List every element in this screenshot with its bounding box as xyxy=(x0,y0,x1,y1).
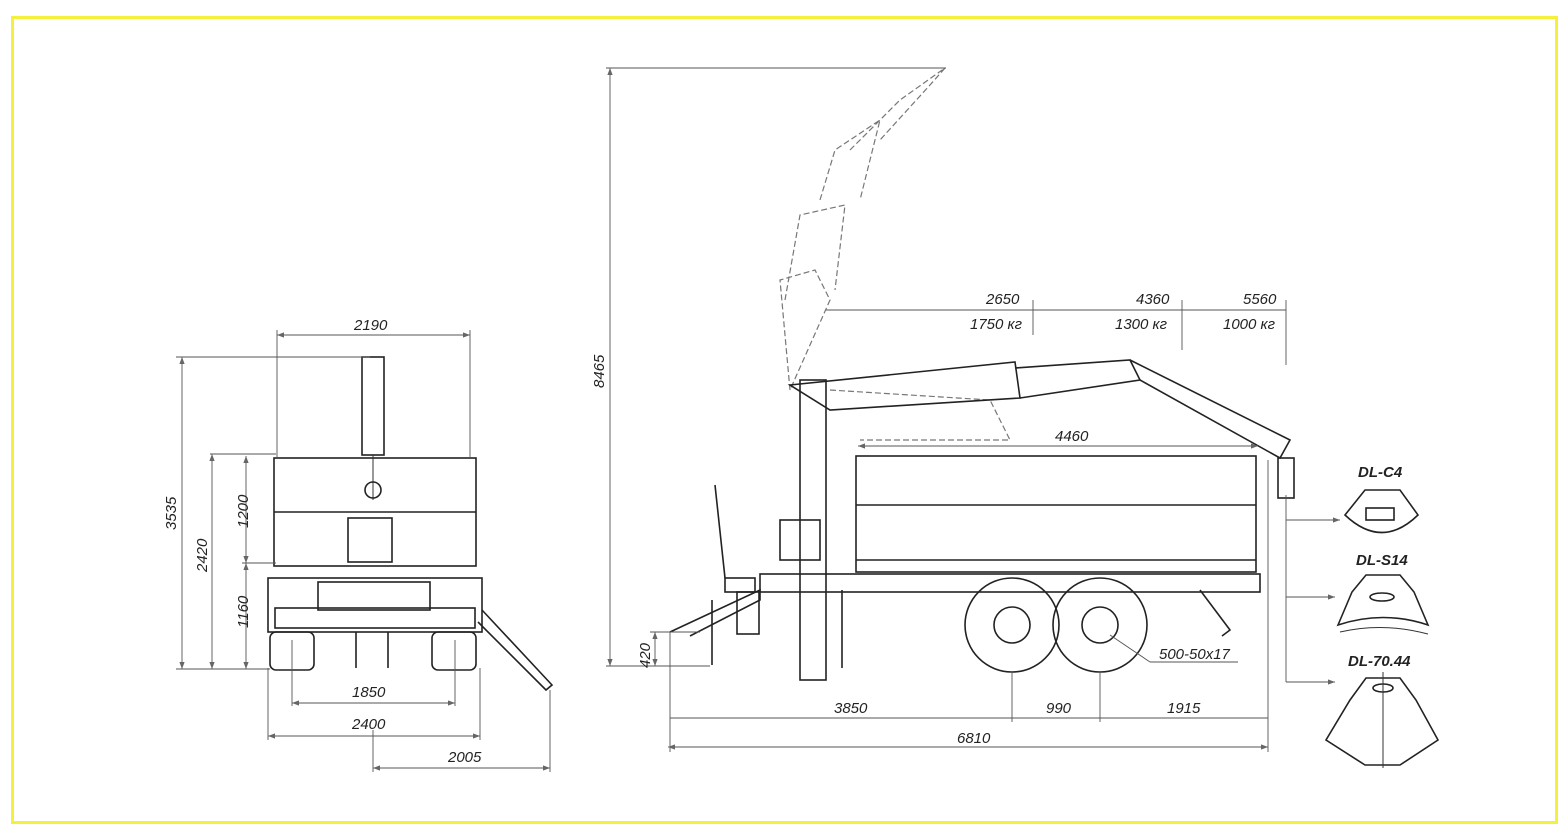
dim-1200: 1200 xyxy=(235,494,252,528)
dim-5560: 5560 xyxy=(1243,291,1277,308)
crane-raised-dashed xyxy=(779,67,1011,441)
drawing-frame xyxy=(11,16,1558,824)
dim-2420: 2420 xyxy=(194,538,211,573)
front-dimensions: 2190 3535 2420 1200 1160 1850 2400 2005 xyxy=(163,317,551,772)
dim-6810: 6810 xyxy=(957,730,991,747)
front-body xyxy=(267,356,554,692)
grapple-dl-s14 xyxy=(1336,574,1430,627)
load-1750: 1750 кг xyxy=(970,316,1023,333)
grapple-dl-c4 xyxy=(1343,489,1420,534)
grapple-dl-70-44 xyxy=(1324,677,1440,766)
dim-420: 420 xyxy=(637,642,654,668)
grapple-label-dl-c4: DL-C4 xyxy=(1358,464,1403,481)
dim-8465: 8465 xyxy=(591,354,608,388)
side-dimensions: 8465 2650 1750 кг 4360 1300 кг 5560 1000… xyxy=(591,67,1287,752)
side-view: 8465 2650 1750 кг 4360 1300 кг 5560 1000… xyxy=(591,67,1295,752)
grapple-label-dl-70-44: DL-70.44 xyxy=(1348,653,1411,670)
dim-2400: 2400 xyxy=(351,716,386,733)
trailer-side xyxy=(669,359,1295,681)
dim-3850: 3850 xyxy=(834,700,868,717)
load-1000: 1000 кг xyxy=(1223,316,1276,333)
dim-2650: 2650 xyxy=(985,291,1020,308)
dim-1915: 1915 xyxy=(1167,700,1201,717)
dim-2190: 2190 xyxy=(353,317,388,334)
dim-1850: 1850 xyxy=(352,684,386,701)
dim-3535: 3535 xyxy=(163,496,180,530)
dim-4460: 4460 xyxy=(1055,428,1089,445)
front-view: 2190 3535 2420 1200 1160 1850 2400 2005 xyxy=(163,317,554,772)
dim-2005: 2005 xyxy=(447,749,482,766)
load-1300: 1300 кг xyxy=(1115,316,1168,333)
dim-4360: 4360 xyxy=(1136,291,1170,308)
grapple-options: DL-C4 DL-S14 DL-70.44 xyxy=(1285,464,1440,768)
dim-990: 990 xyxy=(1046,700,1072,717)
dim-1160: 1160 xyxy=(235,595,252,628)
tire-size-label: 500-50x17 xyxy=(1159,646,1231,663)
grapple-label-dl-s14: DL-S14 xyxy=(1356,552,1408,569)
